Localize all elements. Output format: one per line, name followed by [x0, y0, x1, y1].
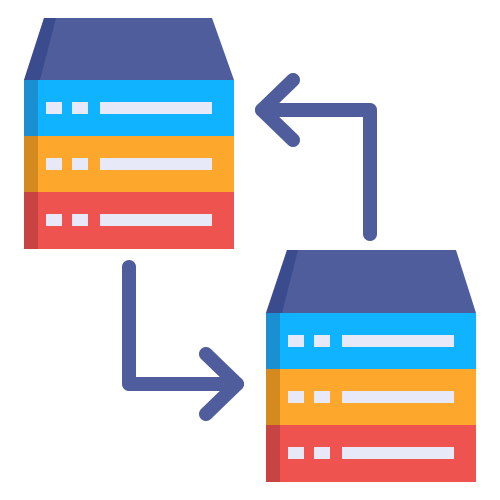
- server-roof: [24, 18, 234, 80]
- server-rack-icon: [266, 250, 476, 482]
- status-light: [46, 158, 62, 170]
- server-unit-middle-shade: [24, 136, 38, 192]
- status-light: [314, 335, 330, 347]
- arrow-return-left-icon: [255, 73, 377, 241]
- status-light: [314, 447, 330, 459]
- drive-slot: [342, 335, 454, 347]
- drive-slot: [342, 391, 454, 403]
- server-unit-bottom-shade: [24, 192, 38, 249]
- drive-slot: [100, 102, 212, 114]
- server-roof-shade: [24, 18, 56, 80]
- server-roof-shade: [266, 250, 298, 313]
- drive-slot: [100, 214, 212, 226]
- server-unit-middle-shade: [266, 369, 280, 425]
- status-light: [46, 214, 62, 226]
- status-light: [46, 102, 62, 114]
- arrow-return-right-icon: [122, 260, 244, 421]
- server-roof: [266, 250, 476, 313]
- status-light: [72, 158, 88, 170]
- drive-slot: [342, 447, 454, 459]
- server-unit-top-shade: [24, 80, 38, 136]
- status-light: [288, 335, 304, 347]
- status-light: [288, 447, 304, 459]
- status-light: [288, 391, 304, 403]
- status-light: [314, 391, 330, 403]
- server-unit-bottom-shade: [266, 425, 280, 482]
- drive-slot: [100, 158, 212, 170]
- status-light: [72, 102, 88, 114]
- server-unit-top-shade: [266, 313, 280, 369]
- server-rack-icon: [24, 18, 234, 249]
- status-light: [72, 214, 88, 226]
